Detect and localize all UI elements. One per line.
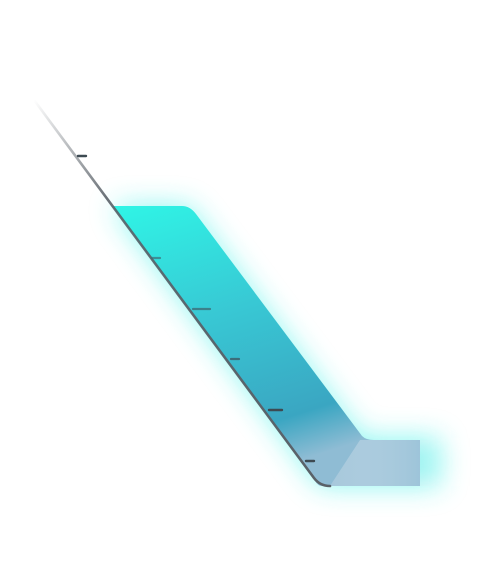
liquid-fill	[112, 206, 420, 486]
liquid-tail	[330, 440, 445, 486]
tube-rail	[32, 98, 332, 488]
